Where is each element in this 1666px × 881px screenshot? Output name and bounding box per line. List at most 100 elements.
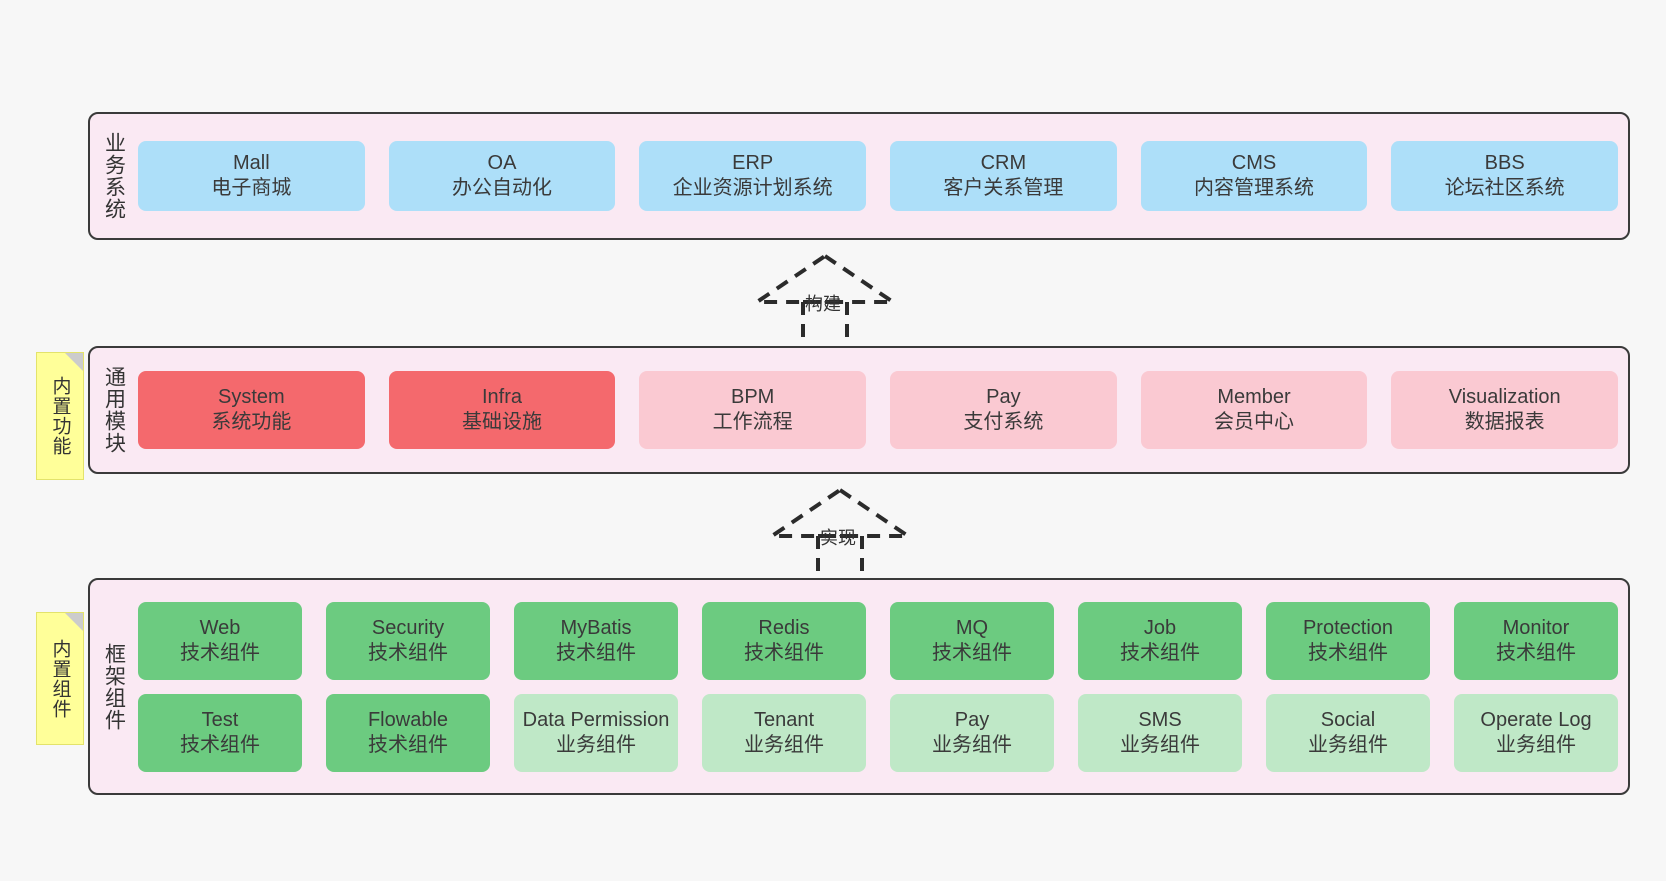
box-sms[interactable]: SMS 业务组件 [1078, 693, 1242, 772]
arrow-label-build: 构建 [805, 294, 841, 314]
box-mq[interactable]: MQ 技术组件 [890, 601, 1054, 680]
layer-common-modules[interactable]: 通用模块 System 系统功能 Infra 基础设施 BPM 工作流程 Pay… [88, 346, 1630, 474]
box-test[interactable]: Test 技术组件 [138, 693, 302, 772]
box-title-en: OA [487, 152, 517, 174]
box-title-en: Pay [986, 386, 1021, 408]
box-title-cn: 基础设施 [462, 411, 542, 433]
note-fold-icon [65, 613, 83, 631]
box-infra[interactable]: Infra 基础设施 [388, 371, 616, 449]
box-job[interactable]: Job 技术组件 [1078, 601, 1242, 680]
box-row: Web 技术组件 Security 技术组件 MyBatis 技术组件 Redi… [138, 601, 1618, 680]
box-title-cn: 技术组件 [368, 733, 448, 756]
box-bpm[interactable]: BPM 工作流程 [639, 371, 867, 449]
box-protection[interactable]: Protection 技术组件 [1266, 601, 1430, 680]
box-oa[interactable]: OA 办公自动化 [388, 141, 616, 211]
box-title-en: Pay [954, 708, 990, 731]
box-cms[interactable]: CMS 内容管理系统 [1140, 141, 1368, 211]
layer-body-common: System 系统功能 Infra 基础设施 BPM 工作流程 Pay 支付系统… [138, 348, 1628, 472]
box-visualization[interactable]: Visualization 数据报表 [1391, 371, 1619, 449]
box-crm[interactable]: CRM 客户关系管理 [890, 141, 1117, 211]
layer-business-systems[interactable]: 业务系统 Mall 电子商城 OA 办公自动化 ERP 企业资源计划系统 CRM… [88, 112, 1630, 240]
box-title-cn: 业务组件 [744, 733, 824, 756]
note-label: 内置组件 [49, 638, 71, 719]
note-builtin-features[interactable]: 内置功能 [36, 352, 84, 480]
note-fold-icon [65, 353, 83, 371]
box-security[interactable]: Security 技术组件 [326, 601, 490, 680]
box-title-cn: 技术组件 [1120, 641, 1200, 664]
box-title-cn: 办公自动化 [452, 177, 552, 199]
box-system[interactable]: System 系统功能 [138, 371, 365, 449]
box-title-en: MyBatis [560, 616, 632, 639]
generalization-arrow-implement: 实现 [760, 486, 940, 582]
box-title-en: MQ [955, 616, 989, 639]
box-tenant[interactable]: Tenant 业务组件 [702, 693, 866, 772]
box-title-en: Redis [758, 616, 810, 639]
box-title-en: CRM [980, 152, 1027, 174]
box-pay-component[interactable]: Pay 业务组件 [890, 693, 1054, 772]
box-web[interactable]: Web 技术组件 [138, 601, 302, 680]
box-title-cn: 技术组件 [368, 641, 448, 664]
box-title-cn: 技术组件 [180, 733, 260, 756]
box-title-cn: 企业资源计划系统 [672, 177, 833, 199]
box-title-cn: 技术组件 [556, 641, 636, 664]
box-title-cn: 支付系统 [963, 411, 1044, 433]
box-title-cn: 技术组件 [744, 641, 824, 664]
generalization-arrow-build: 构建 [745, 252, 925, 348]
box-title-en: Data Permission [522, 708, 670, 731]
box-title-en: Job [1143, 616, 1177, 639]
box-title-cn: 系统功能 [211, 411, 292, 433]
box-title-en: Web [199, 616, 241, 639]
box-title-cn: 业务组件 [932, 733, 1012, 756]
box-title-en: Operate Log [1480, 708, 1592, 731]
box-social[interactable]: Social 业务组件 [1266, 693, 1430, 772]
box-title-cn: 业务组件 [556, 733, 636, 756]
box-title-en: Mall [233, 152, 270, 174]
box-row: Test 技术组件 Flowable 技术组件 Data Permission … [138, 693, 1618, 772]
box-title-en: CMS [1231, 152, 1277, 174]
box-title-cn: 技术组件 [1308, 641, 1388, 664]
box-title-cn: 内容管理系统 [1194, 177, 1315, 199]
box-title-cn: 技术组件 [932, 641, 1012, 664]
box-flowable[interactable]: Flowable 技术组件 [326, 693, 490, 772]
box-title-en: Tenant [753, 708, 815, 731]
box-title-en: Security [371, 616, 445, 639]
layer-body-framework: Web 技术组件 Security 技术组件 MyBatis 技术组件 Redi… [138, 580, 1628, 793]
box-title-en: Visualization [1448, 386, 1561, 408]
layer-title-business: 业务系统 [102, 132, 126, 220]
box-mybatis[interactable]: MyBatis 技术组件 [514, 601, 678, 680]
note-builtin-components[interactable]: 内置组件 [36, 612, 84, 745]
box-title-cn: 业务组件 [1308, 733, 1388, 756]
box-title-cn: 电子商城 [211, 177, 292, 199]
box-title-en: Member [1217, 386, 1291, 408]
box-erp[interactable]: ERP 企业资源计划系统 [639, 141, 867, 211]
layer-framework-components[interactable]: 框架组件 Web 技术组件 Security 技术组件 MyBatis 技术组件… [88, 578, 1630, 795]
box-mall[interactable]: Mall 电子商城 [138, 141, 365, 211]
box-title-cn: 业务组件 [1120, 733, 1200, 756]
box-row: Mall 电子商城 OA 办公自动化 ERP 企业资源计划系统 CRM 客户关系… [138, 141, 1619, 211]
layer-body-business: Mall 电子商城 OA 办公自动化 ERP 企业资源计划系统 CRM 客户关系… [138, 114, 1628, 238]
box-row: System 系统功能 Infra 基础设施 BPM 工作流程 Pay 支付系统… [138, 371, 1619, 449]
box-title-cn: 论坛社区系统 [1444, 177, 1565, 199]
box-title-en: Protection [1302, 616, 1394, 639]
box-title-cn: 技术组件 [1496, 641, 1576, 664]
box-title-en: Monitor [1502, 616, 1570, 639]
box-monitor[interactable]: Monitor 技术组件 [1454, 601, 1618, 680]
box-redis[interactable]: Redis 技术组件 [702, 601, 866, 680]
box-operate-log[interactable]: Operate Log 业务组件 [1454, 693, 1618, 772]
box-title-en: Infra [481, 386, 523, 408]
box-title-en: BBS [1484, 152, 1525, 174]
box-data-permission[interactable]: Data Permission 业务组件 [514, 693, 678, 772]
box-title-cn: 数据报表 [1464, 411, 1545, 433]
box-title-en: SMS [1138, 708, 1182, 731]
box-title-cn: 客户关系管理 [943, 177, 1064, 199]
note-label: 内置功能 [49, 376, 71, 456]
box-title-cn: 工作流程 [712, 411, 793, 433]
box-pay[interactable]: Pay 支付系统 [890, 371, 1117, 449]
box-title-en: System [217, 386, 285, 408]
box-title-en: Social [1320, 708, 1376, 731]
box-title-cn: 技术组件 [180, 641, 260, 664]
box-bbs[interactable]: BBS 论坛社区系统 [1391, 141, 1619, 211]
box-title-cn: 会员中心 [1214, 411, 1295, 433]
box-member[interactable]: Member 会员中心 [1140, 371, 1368, 449]
